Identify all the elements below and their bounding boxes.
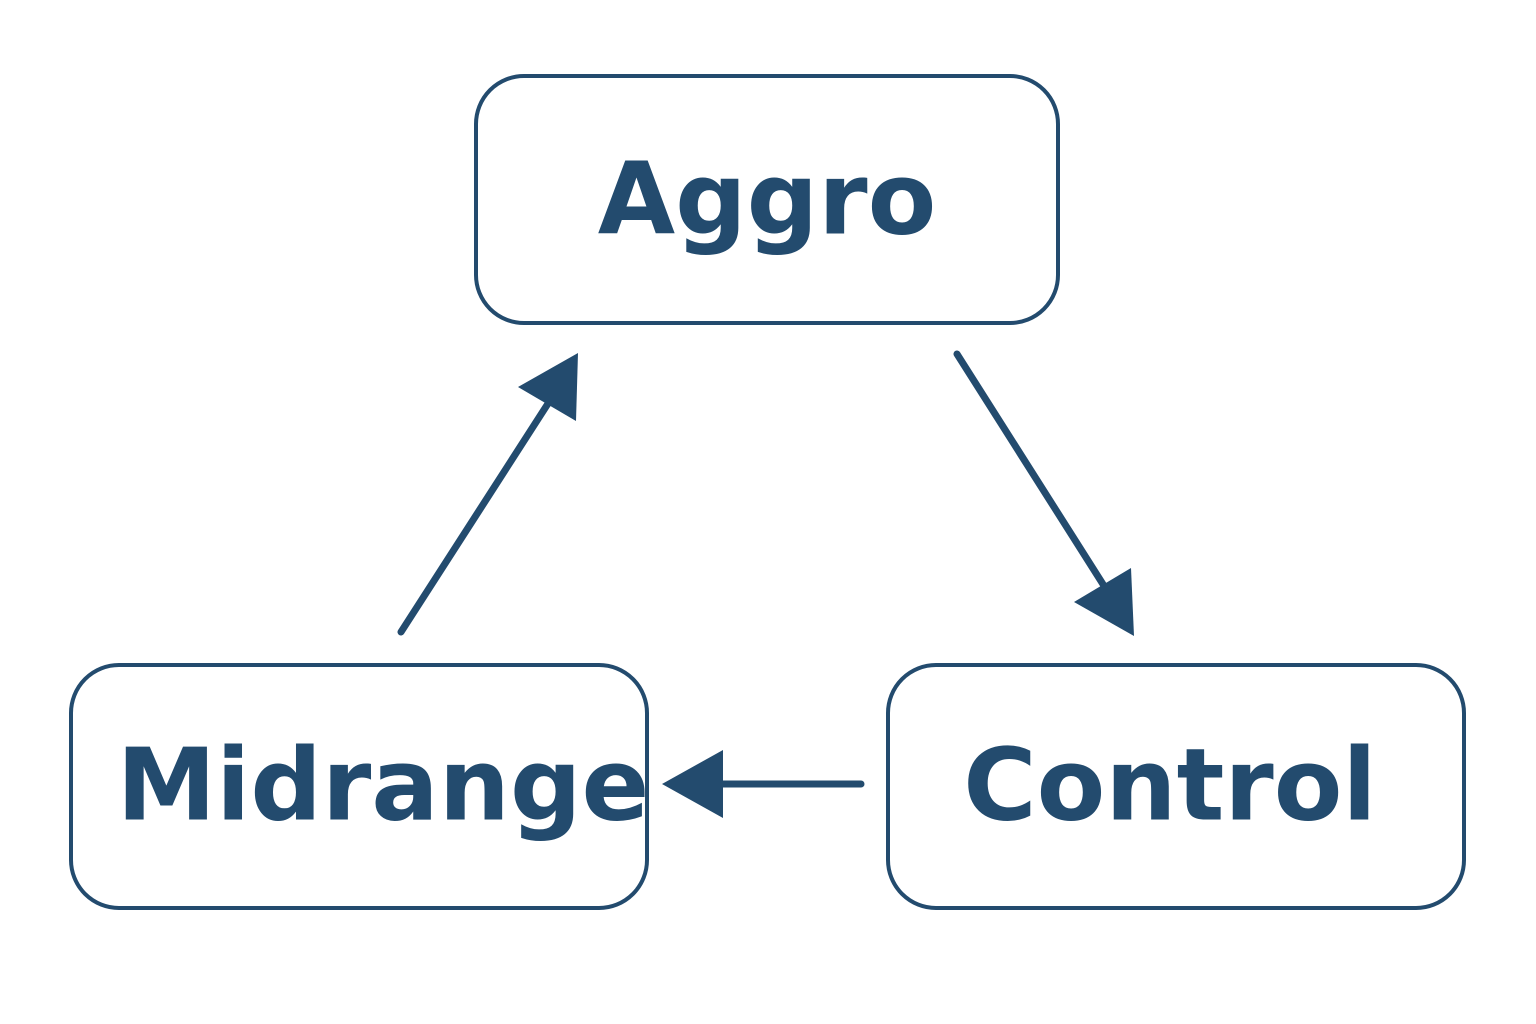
edge-midrange-to-aggro (397, 353, 578, 636)
edge-aggro-to-control-line (953, 350, 1110, 593)
edge-aggro-to-control (953, 350, 1134, 636)
node-control-label: Control (963, 727, 1376, 844)
node-control-box (886, 663, 1466, 910)
edge-control-to-midrange-arrowhead (662, 750, 723, 818)
node-aggro-box (474, 74, 1060, 325)
edge-aggro-to-control-arrowhead (1074, 568, 1134, 636)
node-midrange-label: Midrange (117, 727, 650, 844)
node-control: Control (886, 663, 1466, 910)
node-aggro-label: Aggro (598, 141, 937, 258)
node-aggro: Aggro (474, 74, 1060, 325)
edge-midrange-to-aggro-arrowhead (518, 353, 578, 421)
edge-midrange-to-aggro-line (397, 398, 553, 636)
node-midrange: Midrange (69, 663, 650, 910)
edge-control-to-midrange (662, 750, 865, 818)
node-midrange-box (69, 663, 649, 910)
